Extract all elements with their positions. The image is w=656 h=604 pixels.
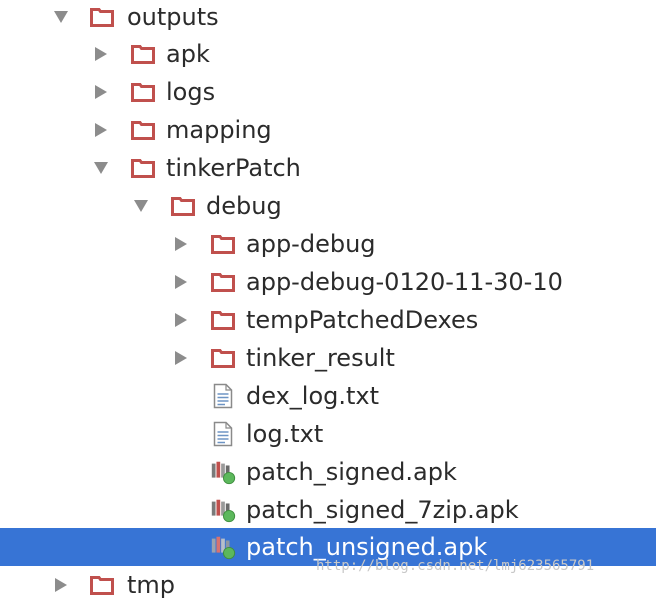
tree-item-label: tinker_result <box>246 344 395 372</box>
text-file-icon <box>209 415 237 453</box>
tree-row-tinker-result[interactable]: tinker_result <box>0 339 656 377</box>
tree-row-app-debug[interactable]: app-debug <box>0 225 656 263</box>
folder-icon <box>129 111 157 149</box>
folder-icon <box>209 339 237 377</box>
folder-icon <box>209 263 237 301</box>
tree-item-label: patch_unsigned.apk <box>246 533 488 561</box>
folder-icon <box>209 301 237 339</box>
tree-row-patch-unsigned[interactable]: patch_unsigned.apk <box>0 528 656 566</box>
apk-file-icon <box>209 528 237 566</box>
folder-icon <box>169 187 197 225</box>
triangle-right-icon[interactable] <box>51 566 71 604</box>
tree-item-label: mapping <box>166 116 272 144</box>
watermark-text: http://blog.csdn.net/lmj623565791 <box>316 558 595 574</box>
tree-item-label: dex_log.txt <box>246 382 380 410</box>
tree-item-label: tmp <box>127 571 176 599</box>
tree-item-label: patch_signed_7zip.apk <box>246 496 519 524</box>
tree-item-label: app-debug-0120-11-30-10 <box>246 268 563 296</box>
triangle-down-icon[interactable] <box>131 187 151 225</box>
folder-icon <box>129 73 157 111</box>
text-file-icon <box>209 377 237 415</box>
tree-item-label: debug <box>206 192 282 220</box>
tree-item-label: app-debug <box>246 230 376 258</box>
triangle-right-icon[interactable] <box>171 263 191 301</box>
folder-icon <box>209 225 237 263</box>
folder-icon <box>129 149 157 187</box>
tree-item-label: tinkerPatch <box>166 154 301 182</box>
triangle-down-icon[interactable] <box>91 149 111 187</box>
triangle-right-icon[interactable] <box>91 111 111 149</box>
triangle-right-icon[interactable] <box>171 339 191 377</box>
tree-row-temp-patched-dexes[interactable]: tempPatchedDexes <box>0 301 656 339</box>
tree-row-patch-signed[interactable]: patch_signed.apk <box>0 453 656 491</box>
triangle-right-icon[interactable] <box>91 73 111 111</box>
tree-row-app-debug-dated[interactable]: app-debug-0120-11-30-10 <box>0 263 656 301</box>
tree-row-dex-log[interactable]: dex_log.txt <box>0 377 656 415</box>
tree-row-outputs[interactable]: outputs <box>0 0 656 36</box>
folder-icon <box>88 0 116 36</box>
tree-row-patch-signed-7zip[interactable]: patch_signed_7zip.apk <box>0 491 656 529</box>
apk-file-icon <box>209 453 237 491</box>
tree-row-debug[interactable]: debug <box>0 187 656 225</box>
tree-item-label: logs <box>166 78 216 106</box>
tree-item-label: outputs <box>127 3 219 31</box>
triangle-right-icon[interactable] <box>171 301 191 339</box>
tree-item-label: patch_signed.apk <box>246 458 457 486</box>
tree-row-tinkerpatch[interactable]: tinkerPatch <box>0 149 656 187</box>
folder-icon <box>129 35 157 73</box>
tree-item-label: tempPatchedDexes <box>246 306 479 334</box>
apk-file-icon <box>209 491 237 529</box>
folder-icon <box>88 566 116 604</box>
tree-item-label: log.txt <box>246 420 324 448</box>
tree-row-apk[interactable]: apk <box>0 35 656 73</box>
tree-row-log[interactable]: log.txt <box>0 415 656 453</box>
tree-row-mapping[interactable]: mapping <box>0 111 656 149</box>
triangle-right-icon[interactable] <box>171 225 191 263</box>
tree-item-label: apk <box>166 40 210 68</box>
triangle-down-icon[interactable] <box>51 0 71 36</box>
tree-row-logs[interactable]: logs <box>0 73 656 111</box>
triangle-right-icon[interactable] <box>91 35 111 73</box>
